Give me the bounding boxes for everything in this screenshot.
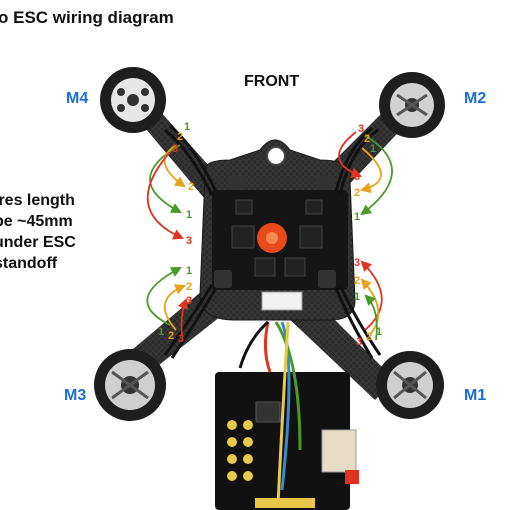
wire-num: 3 bbox=[354, 257, 360, 269]
wire-num: 3 bbox=[178, 333, 184, 345]
wire-num: 1 bbox=[158, 326, 164, 338]
wire-num: 1 bbox=[354, 211, 360, 223]
wire-num: 2 bbox=[354, 187, 360, 199]
wire-num: 1 bbox=[376, 326, 382, 338]
esc-board bbox=[212, 176, 348, 311]
wire-num: 2 bbox=[168, 330, 174, 342]
wire-num: 2 bbox=[364, 133, 370, 145]
note-line: be ~45mm bbox=[0, 213, 73, 230]
front-label: FRONT bbox=[244, 73, 300, 90]
wire-num: 1 bbox=[370, 143, 376, 155]
diagram-title: o ESC wiring diagram bbox=[0, 8, 174, 27]
wire-num: 1 bbox=[354, 291, 360, 303]
motor-m2 bbox=[379, 72, 445, 138]
motor-label-m1: M1 bbox=[464, 387, 487, 404]
note-line: standoff bbox=[0, 255, 58, 272]
note-line: under ESC bbox=[0, 234, 76, 251]
wire-num: 3 bbox=[356, 336, 362, 348]
note-line: ires length bbox=[0, 192, 75, 209]
wire-num: 3 bbox=[172, 143, 178, 155]
wire-length-note: ires length be ~45mm under ESC standoff bbox=[0, 190, 76, 274]
motor-m4 bbox=[100, 67, 166, 133]
wire-num: 3 bbox=[354, 171, 360, 183]
wire-num: 2 bbox=[186, 281, 192, 293]
motor-label-m4: M4 bbox=[66, 90, 89, 107]
motor-m3 bbox=[94, 349, 166, 421]
wire-num: 1 bbox=[186, 265, 192, 277]
wiring-arrows bbox=[146, 131, 393, 341]
flight-controller bbox=[215, 320, 359, 510]
wire-num: 3 bbox=[186, 235, 192, 247]
motor-label-m2: M2 bbox=[464, 90, 487, 107]
wire-num: 2 bbox=[177, 131, 183, 143]
wire-numbers: 1 2 3 2 1 3 3 2 1 3 2 1 1 2 3 1 2 3 3 2 … bbox=[158, 121, 382, 348]
wire-num: 2 bbox=[188, 181, 194, 193]
motor-m1 bbox=[376, 351, 444, 419]
wire-num: 1 bbox=[184, 121, 190, 133]
wire-num: 2 bbox=[354, 275, 360, 287]
motor-wire-bundles bbox=[163, 124, 382, 359]
wire-num: 2 bbox=[366, 331, 372, 343]
wire-num: 1 bbox=[186, 209, 192, 221]
wire-num: 3 bbox=[186, 295, 192, 307]
motor-label-m3: M3 bbox=[64, 387, 87, 404]
wire-num: 3 bbox=[358, 123, 364, 135]
